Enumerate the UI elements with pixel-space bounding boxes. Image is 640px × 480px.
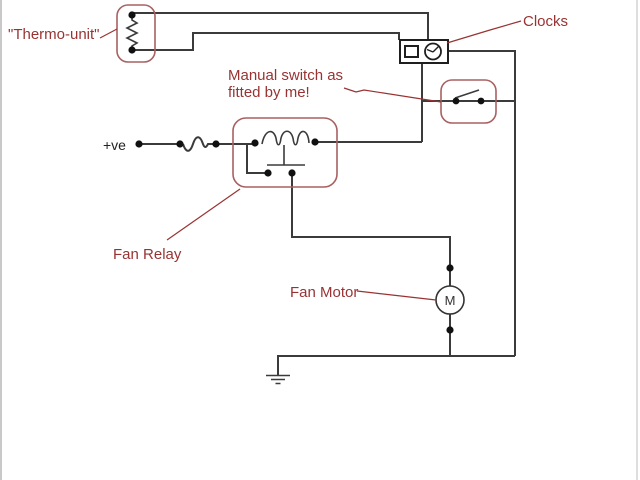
leader-fan-relay [166,188,241,241]
wire-thermo-top-to-clocks [132,12,429,40]
clock-face-icon [424,42,442,61]
fuse-terminal-left [176,140,184,148]
leader-manual-switch [343,87,442,103]
relay-armature-bar [267,145,305,166]
clock-hands-icon [426,46,439,53]
clocks-component [399,39,449,64]
fuse-terminal-right [212,140,220,148]
annotation-labels: "Thermo-unit" Clocks Manual switch as fi… [8,13,568,301]
ground-icon [266,374,290,385]
leader-fan-motor [356,290,437,301]
annotation-leaders [99,20,522,301]
positive-feed-terminals [135,140,220,148]
leader-thermo-unit [99,28,118,39]
clocks-window-icon [404,45,419,58]
manual-switch-label-line2: fitted by me! [228,84,310,101]
fan-motor-label: Fan Motor [290,284,358,301]
relay-coil-terminal-left [251,139,259,147]
fan-relay-component [232,117,338,188]
relay-coil-terminal-right [311,138,319,146]
leader-clocks [446,20,522,44]
fan-relay-label: Fan Relay [113,246,182,263]
motor-symbol-label: M [445,293,456,308]
motor-terminal-top [446,264,454,272]
thermo-terminal-top [128,11,136,19]
motor-terminal-bottom [446,326,454,334]
relay-contact-right [288,169,296,177]
fusible-link-squiggle [182,136,216,152]
thermo-unit-label: "Thermo-unit" [8,26,100,43]
switch-terminal-right [477,97,485,105]
thermo-unit-component [116,4,156,63]
relay-coil-icon [261,130,310,146]
thermo-terminal-bottom [128,46,136,54]
switch-lever-icon [454,89,480,99]
wire-right-rail [448,50,516,356]
wire-thermo-bottom-to-clocks [132,32,400,51]
positive-terminal-label: +ve [103,137,126,153]
wire-relay-to-motor [291,173,451,286]
switch-terminal-left [452,97,460,105]
clocks-label: Clocks [523,13,568,30]
thermo-unit-outline [116,4,156,63]
fan-relay-outline [232,117,338,188]
relay-contact-left [264,169,272,177]
manual-switch-label-line1: Manual switch as [228,67,343,84]
wire-relay-contact-branch [246,144,268,174]
positive-terminal-dot [135,140,143,148]
thermistor-zigzag-icon [125,17,139,49]
